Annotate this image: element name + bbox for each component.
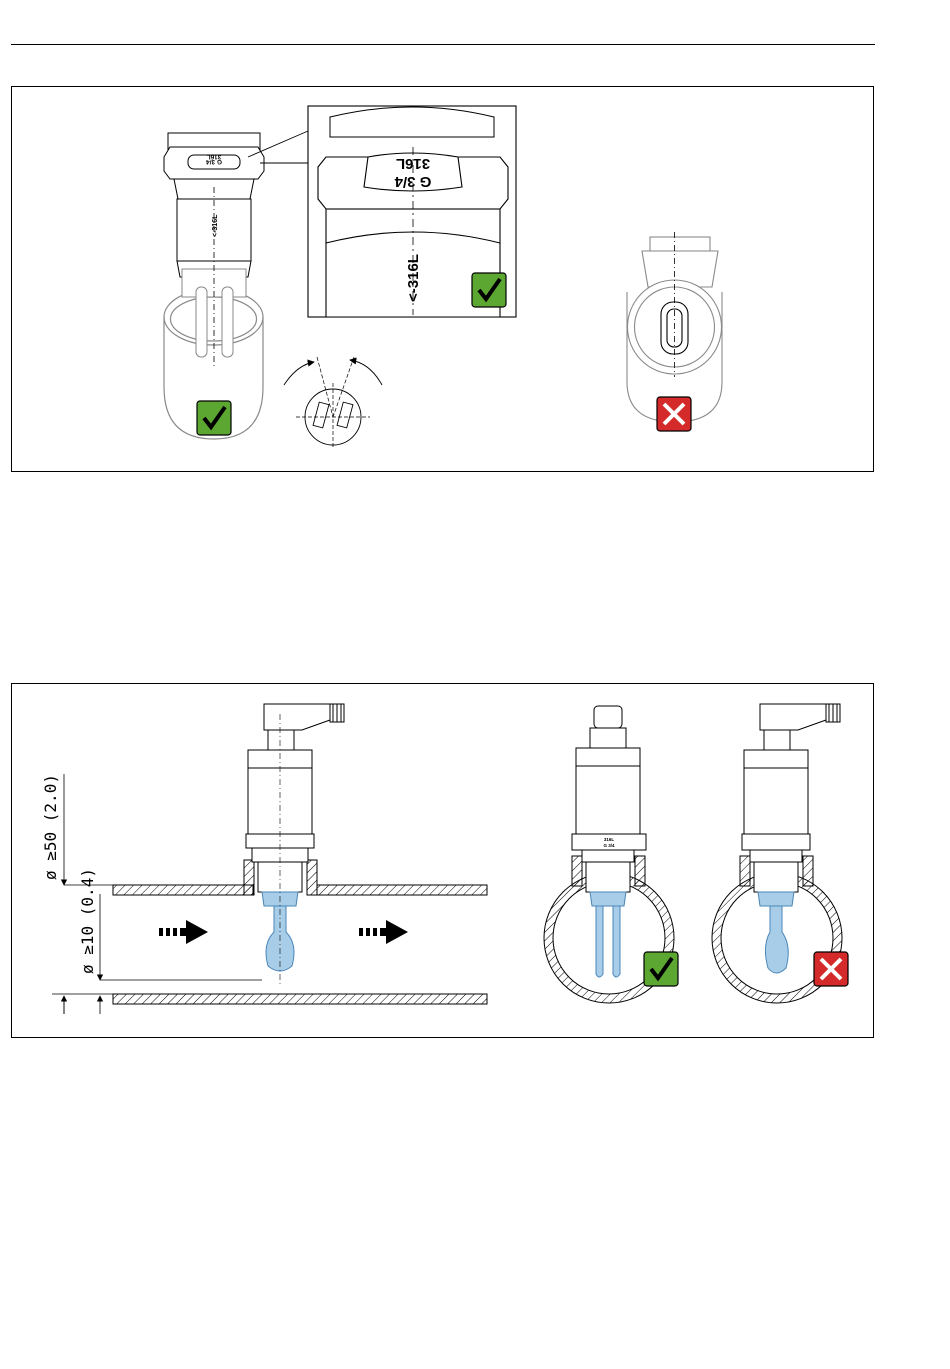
dimension-pipe-diameter: ø ≥50 (2.0) xyxy=(41,774,60,880)
figure-pipe-installation-drawing: ø ≥50 (2.0) ø ≥10 (0.4) 316L G 3/4 xyxy=(12,684,875,1039)
figure-pipe-installation: ø ≥50 (2.0) ø ≥10 (0.4) 316L G 3/4 xyxy=(11,683,874,1038)
rotation-tolerance-sketch xyxy=(284,357,382,449)
sensor-installed-wrong xyxy=(627,232,722,431)
detail-material-label: 316L xyxy=(396,155,430,172)
sensor-in-pipe xyxy=(246,704,344,971)
round-pipe-thread-label: G 3/4 xyxy=(603,843,615,848)
bad-badge-round-pipe xyxy=(814,952,848,986)
bad-badge-right xyxy=(657,397,691,431)
flow-arrow-icon xyxy=(159,920,208,944)
header-rule xyxy=(11,44,875,45)
detail-fork-mark: <-316L xyxy=(405,254,422,302)
sensor-round-pipe-wrong xyxy=(712,704,848,1003)
sensor-round-pipe-correct: 316L G 3/4 xyxy=(544,706,678,1003)
small-fork-mark: <-316L xyxy=(212,214,219,237)
ok-badge-detail xyxy=(472,273,506,307)
figure-orientation: G 3/4 316L <-316L G 3/4 316L <-316L xyxy=(11,86,874,472)
detail-thread-label: G 3/4 xyxy=(394,173,431,190)
ok-badge-left xyxy=(197,401,231,435)
sensor-installed-correct: G 3/4 316L <-316L xyxy=(164,131,308,439)
dimension-gap: ø ≥10 (0.4) xyxy=(78,868,97,974)
round-pipe-material-label: 316L xyxy=(604,837,615,842)
figure-orientation-drawing: G 3/4 316L <-316L G 3/4 316L <-316L xyxy=(12,87,875,473)
flow-arrow-icon xyxy=(359,920,408,944)
ok-badge-round-pipe xyxy=(644,952,678,986)
small-material-label: 316L xyxy=(207,153,222,160)
detail-view-marking: G 3/4 316L <-316L xyxy=(308,106,516,317)
